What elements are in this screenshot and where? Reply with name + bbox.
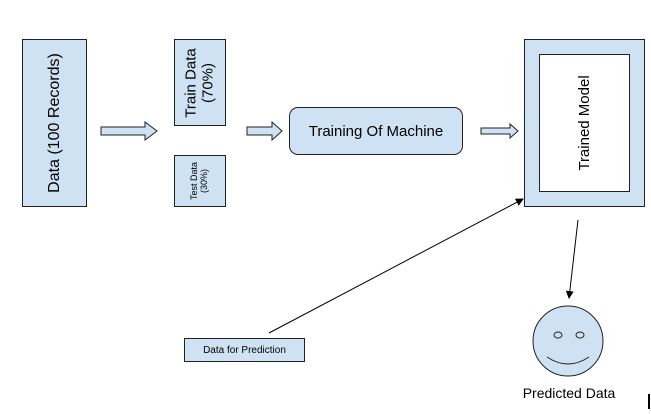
test-data-label: Test Data (30%) <box>189 161 209 201</box>
test-data-box: Test Data (30%) <box>174 155 226 207</box>
training-of-machine-box: Training Of Machine <box>289 107 463 155</box>
data-records-box: Data (100 Records) <box>22 39 87 207</box>
predicted-data-label: Predicted Data <box>522 385 616 401</box>
train-data-box: Train Data (70%) <box>174 39 226 126</box>
data-records-label: Data (100 Records) <box>45 53 63 193</box>
data-for-prediction-box: Data for Prediction <box>184 338 305 362</box>
data-for-prediction-label: Data for Prediction <box>203 344 286 356</box>
arrow-prediction-to-model <box>268 198 524 334</box>
arrow-model-to-predicted <box>565 219 579 299</box>
training-of-machine-label: Training Of Machine <box>308 122 444 140</box>
trained-model-box: Trained Model <box>524 39 645 207</box>
trained-model-inner-panel: Trained Model <box>539 54 630 192</box>
train-data-label: Train Data (70%) <box>182 47 217 118</box>
trained-model-label: Trained Model <box>575 75 593 171</box>
block-arrow-data-to-split <box>100 121 158 141</box>
block-arrow-training-to-model <box>480 122 519 140</box>
text-cursor <box>648 394 650 409</box>
smiley-face-icon <box>532 305 604 377</box>
block-arrow-split-to-training <box>246 120 283 142</box>
